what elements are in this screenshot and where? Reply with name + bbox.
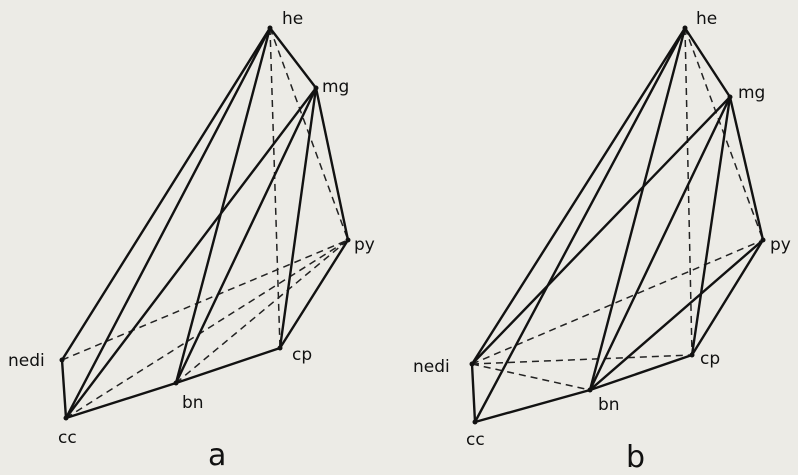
vertex-a-bn	[173, 380, 179, 386]
panel-b: he mg py cp bn nedi cc b	[413, 9, 791, 475]
edge-b-py-cp	[690, 238, 765, 357]
label-b-he: he	[696, 9, 717, 29]
edge-a-nedi-py	[61, 239, 349, 361]
panel-a: he mg py cp bn nedi cc a	[8, 9, 375, 473]
edge-b-nedi-cp	[471, 354, 693, 365]
edge-b-cc-nedi	[470, 362, 477, 424]
edge-b-bn-he	[588, 26, 687, 392]
panel-label-b: b	[626, 440, 645, 475]
vertex-a-py	[345, 237, 351, 243]
label-b-bn: bn	[598, 395, 620, 415]
vertex-a-cc	[63, 415, 69, 421]
vertex-a-he	[267, 25, 273, 31]
edge-b-nedi-py	[471, 239, 764, 365]
edge-b-cp-bn	[588, 353, 694, 392]
edge-a-bn-py	[175, 239, 349, 384]
label-a-cp: cp	[292, 345, 312, 365]
edge-b-he-cp	[684, 27, 693, 356]
edge-b-he-mg	[683, 26, 732, 99]
edge-a-bn-mg	[174, 86, 318, 385]
edge-b-cc-he	[473, 26, 687, 424]
edge-a-he-cp	[269, 27, 281, 349]
edge-a-bn-cc	[64, 381, 178, 420]
edge-b-bn-py	[588, 238, 765, 392]
label-a-mg: mg	[322, 77, 349, 97]
edge-a-cc-nedi	[60, 358, 68, 420]
edge-a-cc-py	[65, 239, 349, 419]
edge-a-he-mg	[268, 26, 318, 90]
edge-a-py-cp	[278, 238, 350, 350]
label-a-cc: cc	[58, 428, 77, 448]
vertex-a-cp	[277, 345, 283, 351]
edge-b-nedi-he	[470, 26, 687, 366]
edge-a-mg-py	[314, 86, 350, 242]
label-a-bn: bn	[182, 393, 204, 413]
edge-a-cc-he	[64, 26, 272, 420]
vertex-b-cp	[689, 352, 695, 358]
label-a-he: he	[282, 9, 303, 29]
panel-label-a: a	[208, 438, 226, 473]
edge-b-bn-cc	[473, 388, 592, 424]
edge-b-nedi-mg	[470, 95, 732, 366]
edge-a-cp-mg	[278, 86, 318, 350]
vertex-b-nedi	[469, 361, 475, 367]
edge-b-cp-mg	[690, 95, 732, 357]
vertex-b-cc	[472, 419, 478, 425]
label-a-py: py	[354, 235, 375, 255]
vertex-a-nedi	[59, 357, 65, 363]
edge-a-nedi-he	[60, 26, 272, 362]
label-b-nedi: nedi	[413, 357, 450, 377]
label-b-cp: cp	[700, 349, 720, 369]
label-b-mg: mg	[738, 83, 765, 103]
vertex-a-mg	[313, 85, 319, 91]
vertex-b-he	[682, 25, 688, 31]
label-b-cc: cc	[466, 430, 485, 450]
edge-b-bn-mg	[588, 95, 732, 392]
edge-a-cp-bn	[174, 346, 282, 385]
vertex-b-bn	[587, 387, 593, 393]
edge-b-nedi-bn	[471, 363, 591, 391]
edge-b-mg-py	[728, 95, 765, 242]
edge-a-cc-mg	[64, 86, 318, 420]
vertex-b-py	[760, 237, 766, 243]
label-a-nedi: nedi	[8, 351, 45, 371]
vertex-b-mg	[727, 94, 733, 100]
label-b-py: py	[770, 235, 791, 255]
edge-a-bn-he	[174, 26, 272, 385]
